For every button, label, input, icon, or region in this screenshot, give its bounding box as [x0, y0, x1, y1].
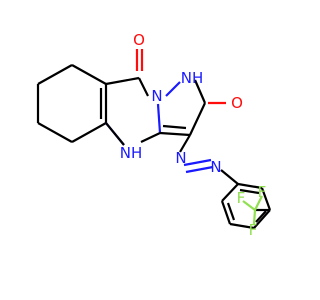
oxygen-right-label: O — [231, 94, 243, 112]
structure-svg: O NH N O NH N N F F F — [36, 31, 272, 239]
azo-nitrogen-1-label: N — [175, 149, 186, 167]
trifluoromethyl-group — [242, 195, 270, 225]
pyrazole-ring — [159, 79, 226, 137]
nh-top-label: NH — [181, 69, 204, 87]
nh-bottom-label: NH — [120, 144, 143, 162]
fluorine-2-label: F — [258, 183, 267, 201]
azo-linkage — [179, 134, 239, 185]
azo-nitrogen-2-label: N — [210, 158, 221, 176]
molecule-diagram: O NH N O NH N N F F F — [36, 31, 272, 239]
oxygen-top-label: O — [133, 31, 145, 49]
fluorine-1-label: F — [237, 189, 246, 207]
fluorine-3-label: F — [249, 221, 258, 239]
nitrogen-bridge-label: N — [151, 87, 162, 105]
cyclohexane-ring — [36, 64, 108, 143]
pyrimidine-ring — [105, 49, 162, 146]
benzene-ring — [220, 182, 272, 230]
